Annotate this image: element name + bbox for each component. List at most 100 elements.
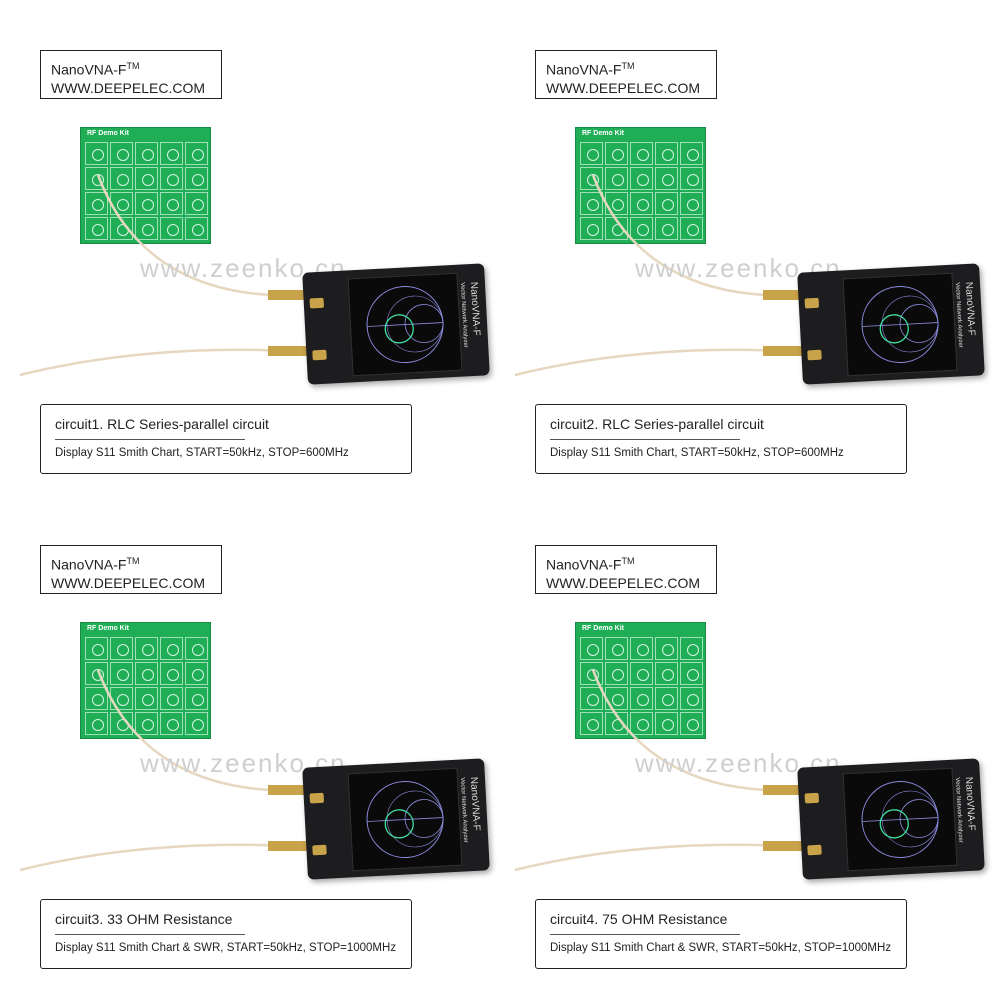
kit-test-cell (680, 637, 703, 660)
kit-test-cell (655, 637, 678, 660)
kit-test-cell (185, 687, 208, 710)
kit-test-cell (630, 712, 653, 735)
kit-test-cell (580, 662, 603, 685)
circuit-title: circuit2. RLC Series-parallel circuit (550, 416, 764, 432)
kit-test-cell (135, 192, 158, 215)
kit-test-cell (160, 167, 183, 190)
trademark-mark: TM (621, 556, 635, 566)
cable-port2 (19, 348, 306, 377)
kit-test-cell (110, 637, 133, 660)
kit-label: RF Demo Kit (582, 625, 624, 632)
device-name: NanoVNA-F (467, 776, 482, 832)
device-subtitle: Vector Network Analyzer (458, 777, 469, 843)
kit-test-cell (160, 712, 183, 735)
smith-chart (861, 286, 939, 364)
kit-test-cell (680, 662, 703, 685)
caption-divider (550, 934, 740, 935)
kit-test-cell (680, 687, 703, 710)
kit-test-cell (655, 167, 678, 190)
device-screen (347, 767, 463, 872)
kit-test-cell (630, 142, 653, 165)
kit-test-cell (605, 637, 628, 660)
port2-connector (312, 844, 327, 856)
device-name: NanoVNA-F (962, 776, 977, 832)
kit-test-cell (580, 142, 603, 165)
kit-test-cell (605, 662, 628, 685)
kit-test-cell (605, 217, 628, 240)
brand-url: WWW.DEEPELEC.COM (546, 79, 701, 96)
port1-connector (309, 792, 325, 804)
kit-test-cell (160, 217, 183, 240)
cable-port2 (514, 843, 801, 872)
kit-test-cell (580, 687, 603, 710)
product-panel: NanoVNA-FTM WWW.DEEPELEC.COM RF Demo Kit… (495, 495, 995, 995)
kit-label: RF Demo Kit (87, 625, 129, 632)
kit-test-cell (655, 142, 678, 165)
brand-label-box: NanoVNA-FTM WWW.DEEPELEC.COM (535, 545, 717, 594)
brand-name: NanoVNA-F (546, 61, 622, 78)
brand-url: WWW.DEEPELEC.COM (546, 574, 701, 591)
kit-test-cell (160, 192, 183, 215)
kit-test-cell (630, 687, 653, 710)
sma-connector-2 (763, 346, 803, 356)
kit-test-cell (655, 687, 678, 710)
kit-test-cell (110, 712, 133, 735)
circuit-caption-box: circuit4. 75 OHM Resistance Display S11 … (535, 899, 907, 969)
kit-test-cell (110, 687, 133, 710)
brand-label-box: NanoVNA-FTM WWW.DEEPELEC.COM (535, 50, 717, 99)
circuit-caption-box: circuit1. RLC Series-parallel circuit Di… (40, 404, 412, 474)
kit-test-cell (630, 217, 653, 240)
kit-test-cell (85, 167, 108, 190)
port1-connector (309, 297, 325, 309)
product-panel: NanoVNA-FTM WWW.DEEPELEC.COM RF Demo Kit… (495, 0, 995, 500)
kit-test-cell (630, 192, 653, 215)
sma-connector-1 (268, 290, 308, 300)
caption-divider (550, 439, 740, 440)
kit-test-cell (185, 192, 208, 215)
trademark-mark: TM (126, 61, 140, 71)
kit-test-cell (580, 167, 603, 190)
device-label: NanoVNA-F Vector Network Analyzer (952, 777, 977, 843)
cable-port2 (514, 348, 801, 377)
circuit-settings: Display S11 Smith Chart, START=50kHz, ST… (550, 447, 844, 459)
rf-demo-kit-board: RF Demo Kit (575, 622, 706, 739)
caption-divider (55, 934, 245, 935)
kit-test-cell (655, 712, 678, 735)
nanovna-device: NanoVNA-F Vector Network Analyzer (302, 758, 490, 880)
kit-test-cell (185, 217, 208, 240)
circuit-title: circuit4. 75 OHM Resistance (550, 911, 728, 927)
kit-test-cell (580, 712, 603, 735)
port1-connector (804, 297, 820, 309)
kit-test-cell (160, 687, 183, 710)
device-screen (842, 272, 958, 377)
kit-test-cell (185, 712, 208, 735)
device-screen (347, 272, 463, 377)
nanovna-device: NanoVNA-F Vector Network Analyzer (302, 263, 490, 385)
kit-test-cell (655, 217, 678, 240)
device-subtitle: Vector Network Analyzer (953, 777, 964, 843)
kit-test-cell (110, 167, 133, 190)
circuit-caption-box: circuit3. 33 OHM Resistance Display S11 … (40, 899, 412, 969)
device-subtitle: Vector Network Analyzer (458, 282, 469, 348)
brand-name: NanoVNA-F (546, 556, 622, 573)
device-name: NanoVNA-F (467, 281, 482, 337)
port2-connector (807, 349, 822, 361)
device-screen (842, 767, 958, 872)
device-label: NanoVNA-F Vector Network Analyzer (457, 777, 482, 843)
kit-label: RF Demo Kit (87, 130, 129, 137)
kit-test-cell (185, 662, 208, 685)
kit-test-cell (630, 167, 653, 190)
brand-name: NanoVNA-F (51, 61, 127, 78)
kit-test-cell (630, 637, 653, 660)
kit-test-cell (135, 217, 158, 240)
kit-test-cell (680, 142, 703, 165)
product-panel: NanoVNA-FTM WWW.DEEPELEC.COM RF Demo Kit… (0, 0, 500, 500)
trademark-mark: TM (126, 556, 140, 566)
kit-test-cell (135, 687, 158, 710)
brand-label-box: NanoVNA-FTM WWW.DEEPELEC.COM (40, 50, 222, 99)
sma-connector-2 (763, 841, 803, 851)
brand-url: WWW.DEEPELEC.COM (51, 79, 206, 96)
caption-divider (55, 439, 245, 440)
brand-url: WWW.DEEPELEC.COM (51, 574, 206, 591)
device-label: NanoVNA-F Vector Network Analyzer (457, 282, 482, 348)
